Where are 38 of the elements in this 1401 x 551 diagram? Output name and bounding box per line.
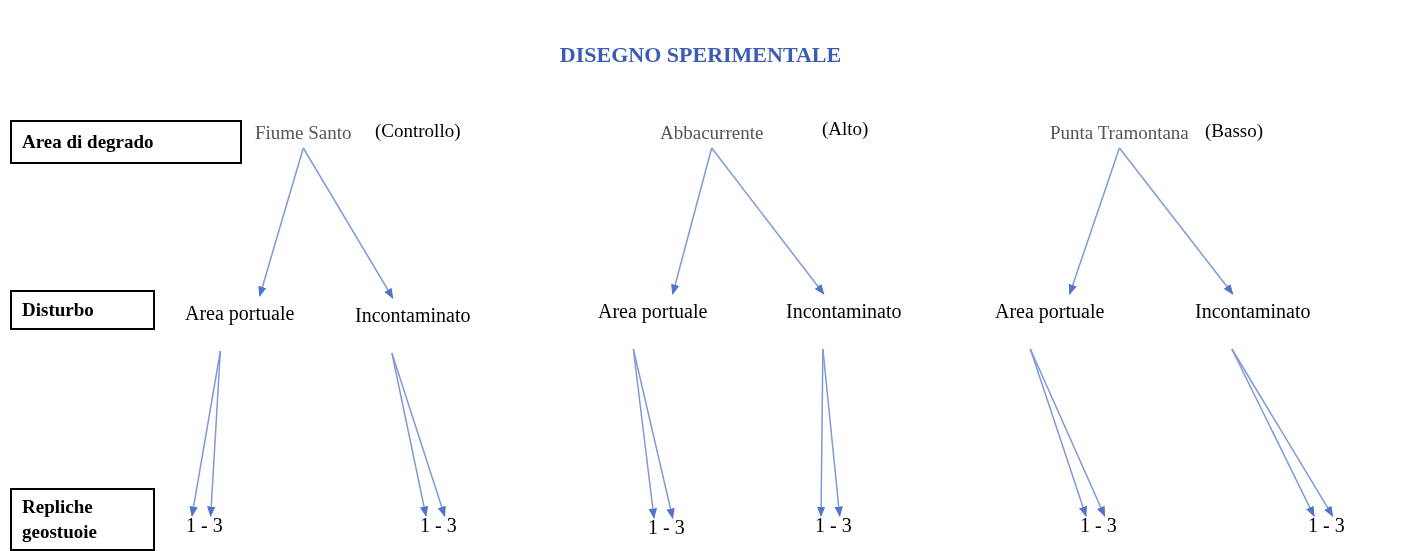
arrow [189, 350, 222, 518]
site-name: Punta Tramontana [1050, 122, 1189, 144]
arrow [1029, 348, 1106, 517]
arrow [1231, 348, 1334, 517]
node-text: Incontaminato [786, 300, 902, 323]
site-name: Abbacurrente [660, 122, 764, 144]
node-text: 1 - 3 [1080, 514, 1117, 537]
arrow [822, 348, 843, 518]
node-text: Area portuale [598, 300, 708, 323]
arrow [391, 352, 446, 517]
arrow [302, 147, 394, 299]
arrow [391, 352, 429, 518]
arrow [1029, 348, 1087, 517]
diagram-title: DISEGNO SPERIMENTALE [559, 42, 842, 67]
node-text: Area portuale [185, 302, 295, 325]
arrow [632, 348, 675, 519]
node-text: 1 - 3 [1308, 514, 1345, 537]
level-label-box: Area di degrado [10, 120, 242, 164]
arrow [1068, 147, 1121, 295]
arrow [1231, 348, 1315, 517]
node-text: Incontaminato [355, 304, 471, 327]
level-label-box: Repliche geostuoie [10, 488, 155, 551]
node-text: 1 - 3 [815, 514, 852, 537]
annotation-text: (Basso) [1205, 120, 1264, 142]
node-text: 1 - 3 [648, 516, 685, 539]
node-text: Area portuale [995, 300, 1105, 323]
node-text: 1 - 3 [186, 514, 223, 537]
site-name: Fiume Santo [255, 122, 352, 144]
arrow [671, 147, 713, 295]
annotation-text: (Alto) [822, 118, 869, 140]
node-text: 1 - 3 [420, 514, 457, 537]
arrow [207, 350, 222, 518]
arrow [258, 147, 305, 297]
level-label-box: Disturbo [10, 290, 155, 330]
annotation-text: (Controllo) [375, 120, 461, 142]
node-text: Incontaminato [1195, 300, 1311, 323]
arrow [1118, 147, 1234, 295]
arrow [710, 147, 825, 295]
